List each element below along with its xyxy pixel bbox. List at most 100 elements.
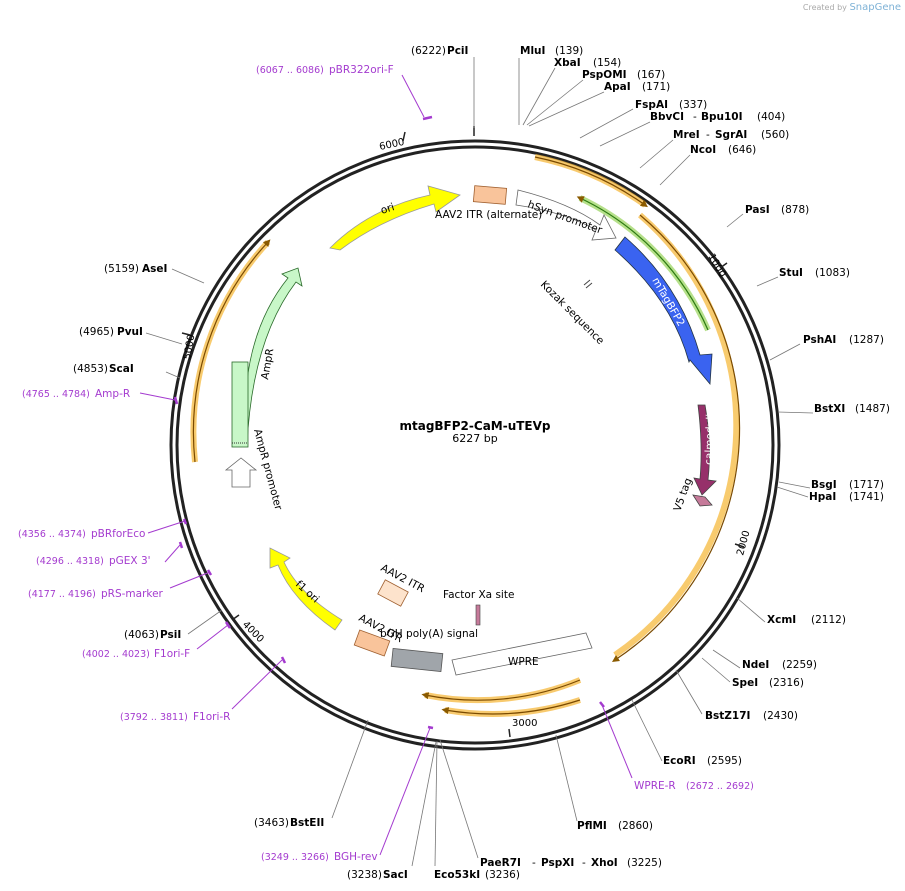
site-xcmi: XcmI	[767, 614, 796, 626]
primer-lines	[139, 74, 633, 856]
factor-xa-feature	[475, 604, 481, 626]
site-spei: SpeI	[732, 677, 758, 689]
kozak-mark-2	[585, 282, 593, 289]
ori-feature	[329, 185, 461, 251]
site-pos-spei: (2316)	[769, 677, 804, 689]
credit: Created by SnapGene	[803, 2, 901, 13]
kozak-mark	[583, 279, 591, 286]
primer-wprer: WPRE-R	[634, 780, 676, 792]
site-psii: PsiI	[160, 629, 181, 641]
primer-range-bghrev: (3249 .. 3266)	[261, 852, 329, 863]
site-pos-asei: (5159)	[104, 263, 139, 275]
site-bsgi: BsgI	[811, 479, 837, 491]
site-pos-bbvci: (404)	[757, 111, 785, 123]
ampr-body	[231, 361, 249, 448]
bfp-feature	[614, 236, 713, 386]
site-pflmi: PflMI	[577, 820, 607, 832]
itr-alt-label: AAV2 ITR (alternate)	[435, 209, 542, 221]
site-stui: StuI	[779, 267, 803, 279]
site-mlui: MluI	[520, 45, 545, 57]
site-lines	[145, 57, 814, 867]
primer-range-wprer: (2672 .. 2692)	[686, 781, 754, 792]
site-pos-pflmi: (2860)	[618, 820, 653, 832]
wpre-feature	[451, 632, 593, 676]
site-pos-bsteii: (3463)	[254, 817, 289, 829]
site-xhoi: XhoI	[591, 857, 618, 869]
site-pos-ecori: (2595)	[707, 755, 742, 767]
site-pos-mrei: (560)	[761, 129, 789, 141]
primer-range-pbrforeco: (4356 .. 4374)	[18, 529, 86, 540]
site-hpai: HpaI	[809, 491, 836, 503]
primer-range-prsmarker: (4177 .. 4196)	[28, 589, 96, 600]
site-pos-psii: (4063)	[124, 629, 159, 641]
site-bstz17i: BstZ17I	[705, 710, 750, 722]
hsyn-feature	[515, 189, 617, 241]
primer-pgex3: pGEX 3'	[109, 555, 151, 567]
tick-2000: 2000	[735, 529, 752, 556]
site-scai: ScaI	[109, 363, 134, 375]
site-pspxi: PspXI	[541, 857, 574, 869]
itr1-feature	[377, 579, 409, 607]
f1ori-feature	[269, 547, 343, 631]
site-eco53ki: Eco53kI	[434, 869, 480, 881]
v5-label: V5 tag	[672, 477, 695, 513]
cam-feature	[693, 404, 717, 496]
site-pshai: PshAI	[803, 334, 836, 346]
tick-3000: 3000	[512, 718, 537, 729]
primer-f1orir: F1ori-R	[193, 711, 230, 723]
snapgene-logo: SnapGene	[849, 2, 901, 13]
site-mrei: MreI	[673, 129, 700, 141]
svg-text:-: -	[582, 857, 586, 869]
green-arc-line	[576, 196, 709, 331]
site-bstxi: BstXI	[814, 403, 845, 415]
ampr-promoter-feature	[224, 457, 258, 488]
site-pos-paer7i: (3225)	[627, 857, 662, 869]
primer-range-pbr322orif: (6067 .. 6086)	[256, 65, 324, 76]
site-bbvci: BbvCI	[650, 111, 684, 123]
site-pos-ndei: (2259)	[782, 659, 817, 671]
plasmid-length: 6227 bp	[452, 432, 497, 445]
site-pos-xcmi: (2112)	[811, 614, 846, 626]
ori-label: ori	[379, 201, 396, 217]
site-pasi: PasI	[745, 204, 770, 216]
plasmid-name: mtagBFP2-CaM-uTEVp	[399, 419, 550, 433]
site-pos-apai: (171)	[642, 81, 670, 93]
site-asei: AseI	[142, 263, 167, 275]
site-pcii: PciI	[447, 45, 468, 57]
site-ncoi: NcoI	[690, 144, 716, 156]
credit-text: Created by	[802, 3, 847, 12]
site-pos-pasi: (878)	[781, 204, 809, 216]
site-pos-eco53ki: (3236)	[485, 869, 520, 881]
bgh-label: bGH poly(A) signal	[380, 628, 478, 640]
site-pspomi: PspOMI	[582, 69, 627, 81]
primer-prsmarker: pRS-marker	[101, 588, 164, 600]
site-paer7i: PaeR7I	[480, 857, 521, 869]
primer-bghrev: BGH-rev	[334, 851, 378, 863]
svg-text:-: -	[693, 111, 697, 123]
site-pos-mlui: (139)	[555, 45, 583, 57]
site-pos-stui: (1083)	[815, 267, 850, 279]
site-pos-bstxi: (1487)	[855, 403, 890, 415]
bgh-feature	[390, 647, 444, 673]
site-xbai: XbaI	[554, 57, 581, 69]
site-pos-pcii: (6222)	[411, 45, 446, 57]
site-pos-xbai: (154)	[593, 57, 621, 69]
svg-text:(6222): (6222)	[411, 45, 446, 57]
wpre-label: WPRE	[508, 656, 539, 668]
site-pvui: PvuI	[117, 326, 143, 338]
site-fspai: FspAI	[635, 99, 668, 111]
cam-label: calmodulin	[703, 407, 717, 465]
itr-alt-feature	[472, 185, 508, 205]
site-ndei: NdeI	[742, 659, 769, 671]
site-bsteii: BstEII	[290, 817, 324, 829]
svg-text:-: -	[706, 129, 710, 141]
site-pos-saci: (3238)	[347, 869, 382, 881]
site-ecori: EcoRI	[663, 755, 696, 767]
tick-5000: 5000	[182, 334, 197, 361]
site-pos-fspai: (337)	[679, 99, 707, 111]
site-saci: SacI	[383, 869, 408, 881]
site-pos-scai: (4853)	[73, 363, 108, 375]
backbone-inner	[175, 145, 775, 745]
v5-feature	[692, 494, 713, 507]
